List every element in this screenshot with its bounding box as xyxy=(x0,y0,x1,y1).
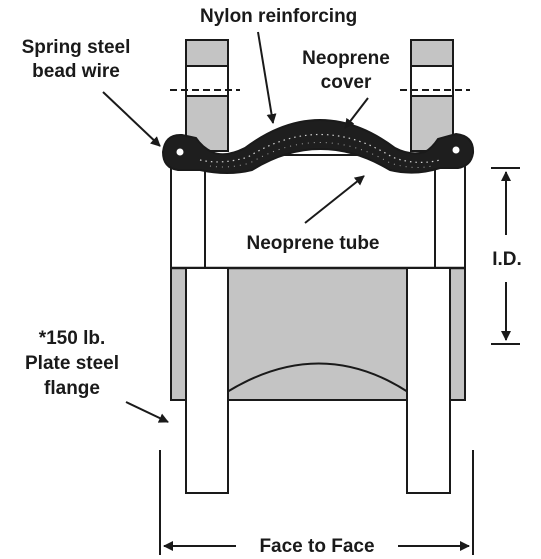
neoprene-cover-label-line1: Neoprene xyxy=(302,48,390,69)
neoprene-cover xyxy=(161,119,475,174)
flange-label-line1: *150 lb. xyxy=(39,328,106,349)
spring-steel-label-line2: bead wire xyxy=(32,61,120,82)
left-lower-flange xyxy=(185,267,229,494)
face-to-face-label: Face to Face xyxy=(259,536,374,557)
left-upper-flange-top xyxy=(185,39,229,67)
flange-label-line2: Plate steel xyxy=(25,353,119,374)
nylon-reinforcing-arrow xyxy=(257,31,277,124)
neoprene-cover-arrow xyxy=(344,97,369,129)
neoprene-tube-bulge xyxy=(226,267,409,394)
right-bead-wire xyxy=(452,146,460,154)
id-label: I.D. xyxy=(492,249,522,270)
right-upper-flange-mid xyxy=(410,65,454,97)
right-lower-flange xyxy=(406,267,451,494)
neoprene-cover-label-line2: cover xyxy=(321,72,372,93)
right-upper-flange-top xyxy=(410,39,454,67)
neoprene-tube-label: Neoprene tube xyxy=(246,233,379,254)
nylon-reinforcing-label: Nylon reinforcing xyxy=(200,6,357,27)
flange-label-line3: flange xyxy=(44,378,100,399)
flange-arrow xyxy=(125,401,169,423)
left-bead-wire xyxy=(176,148,184,156)
left-upper-flange-mid xyxy=(185,65,229,97)
spring-steel-arrow xyxy=(102,91,161,147)
spring-steel-label-line1: Spring steel xyxy=(22,37,131,58)
left-upper-flange-bottom xyxy=(185,95,229,152)
nylon-reinforcing-texture xyxy=(199,134,441,163)
neoprene-tube-arrow xyxy=(304,175,365,224)
